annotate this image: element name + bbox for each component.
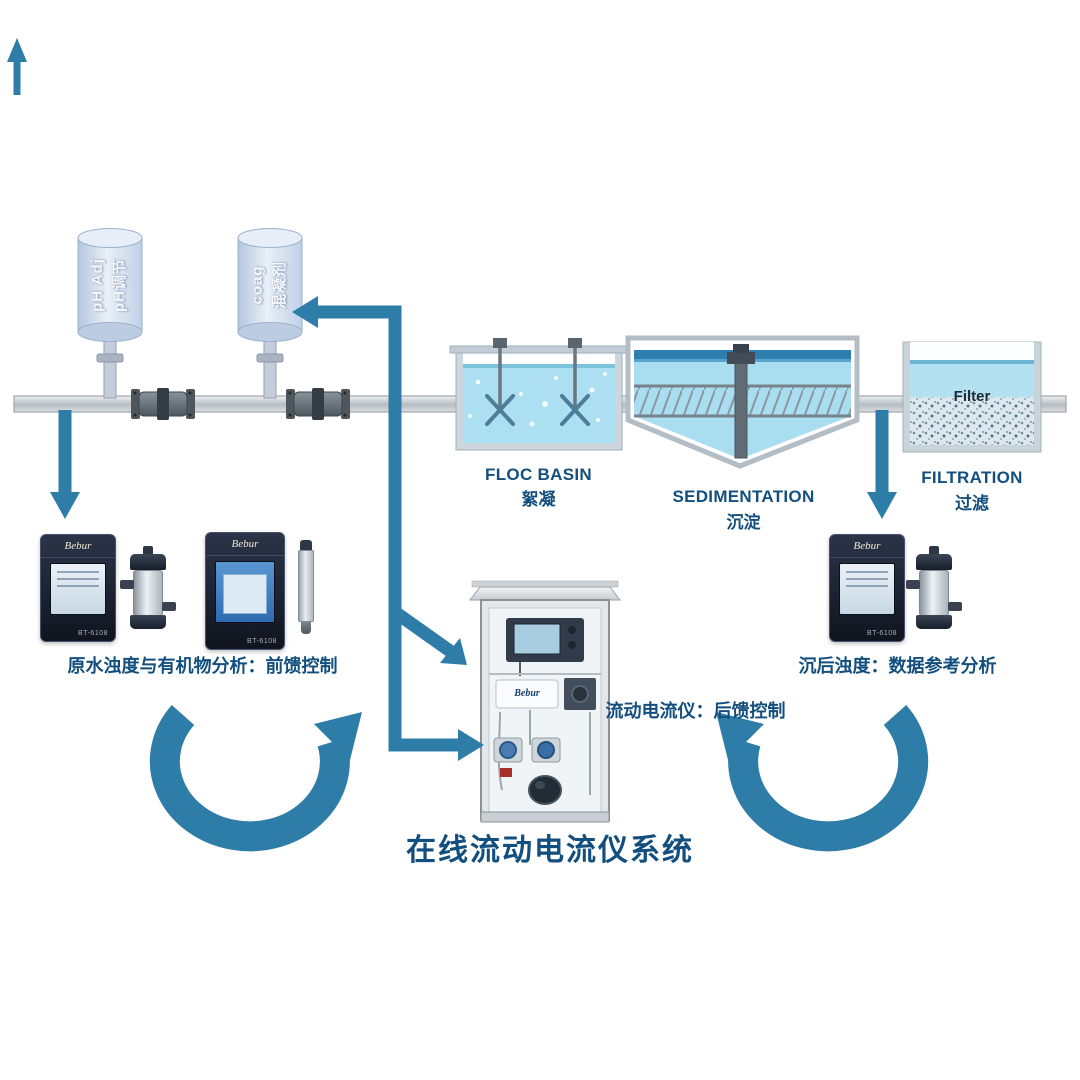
controller-touchscreen — [215, 561, 275, 623]
flow-cell-left — [120, 546, 176, 632]
coag-tank-label-en: coag — [249, 265, 266, 305]
corner-arrow-artifact — [7, 38, 27, 95]
filtration-basin — [902, 341, 1042, 453]
flow-cell-body — [133, 570, 163, 616]
controller-screen — [50, 563, 106, 615]
analyzer-controller-mid: Bebur BT-6108 — [205, 532, 285, 650]
floc-bubbles — [468, 372, 607, 427]
model-label: BT-6108 — [78, 630, 108, 637]
cabinet-module-brand: Bebur — [514, 688, 540, 699]
raw-water-sample-arrow — [50, 410, 80, 519]
filtration-label-cn: 过滤 — [955, 494, 989, 513]
flow-cell-body — [919, 570, 949, 616]
ph-tank — [77, 228, 143, 342]
analyzer-controller-right: Bebur BT-6108 — [829, 534, 905, 642]
floc-basin-label-cn: 絮凝 — [521, 490, 556, 509]
probe-tip — [301, 622, 311, 634]
flow-cell-cap-top — [130, 554, 166, 570]
brand-label: Bebur — [41, 535, 115, 558]
model-label: BT-6108 — [867, 630, 897, 637]
flow-cell-stub — [929, 546, 939, 556]
sedimentation-basin — [625, 335, 860, 469]
flow-cell-outlet — [948, 602, 962, 611]
coag-tank-label: coag 混凝剂 — [247, 235, 293, 335]
feedback-arrow-right — [716, 705, 929, 852]
ph-tank-label-en: pH Adj — [89, 258, 106, 312]
ph-tank-label-cn: pH调节 — [111, 258, 128, 312]
flow-cell-outlet — [162, 602, 176, 611]
controller-screen — [839, 563, 895, 615]
raw-water-annotation: 原水浊度与有机物分析：前馈控制 — [67, 656, 338, 676]
filter-media-label: Filter — [953, 388, 991, 405]
flow-cell-cap-bottom — [130, 615, 166, 629]
probe-body — [298, 550, 314, 622]
scm-cabinet — [468, 580, 622, 823]
flow-cell-inlet — [906, 580, 920, 589]
floc-basin-label-en: FLOC BASIN — [485, 465, 592, 484]
page-title: 在线流动电流仪系统 — [406, 834, 694, 867]
flow-cell-inlet — [120, 580, 134, 589]
sedimentation-label-cn: 沉淀 — [726, 513, 761, 532]
flow-cell-stub — [143, 546, 153, 556]
flow-cell-cap-top — [916, 554, 952, 570]
settled-water-annotation: 沉后浊度：数据参考分析 — [798, 656, 997, 676]
ph-tank-stem — [96, 335, 124, 399]
coag-tank-label-cn: 混凝剂 — [271, 261, 288, 310]
brand-label: Bebur — [206, 533, 284, 556]
feedback-arrow-left — [149, 705, 362, 852]
coag-tank — [237, 228, 303, 342]
probe-cap — [300, 540, 312, 550]
filtration-label-en: FILTRATION — [921, 468, 1023, 487]
dosing-pump-2 — [286, 388, 350, 420]
sensor-probe — [298, 540, 314, 634]
model-label: BT-6108 — [247, 638, 277, 645]
settled-water-sample-arrow — [867, 410, 897, 519]
brand-label: Bebur — [830, 535, 904, 558]
scm-annotation: 流动电流仪：后馈控制 — [605, 701, 786, 721]
flow-cell-right — [906, 546, 962, 632]
flow-cell-cap-bottom — [916, 615, 952, 629]
dosing-pump-1 — [131, 388, 195, 420]
ph-tank-label: pH Adj pH调节 — [87, 235, 133, 335]
flow-arrows — [7, 38, 929, 852]
dosing-control-line — [292, 296, 484, 761]
sedimentation-label-en: SEDIMENTATION — [672, 487, 815, 506]
floc-basin — [449, 338, 629, 451]
analyzer-controller-left: Bebur BT-6108 — [40, 534, 116, 642]
coag-tank-stem — [256, 335, 284, 399]
